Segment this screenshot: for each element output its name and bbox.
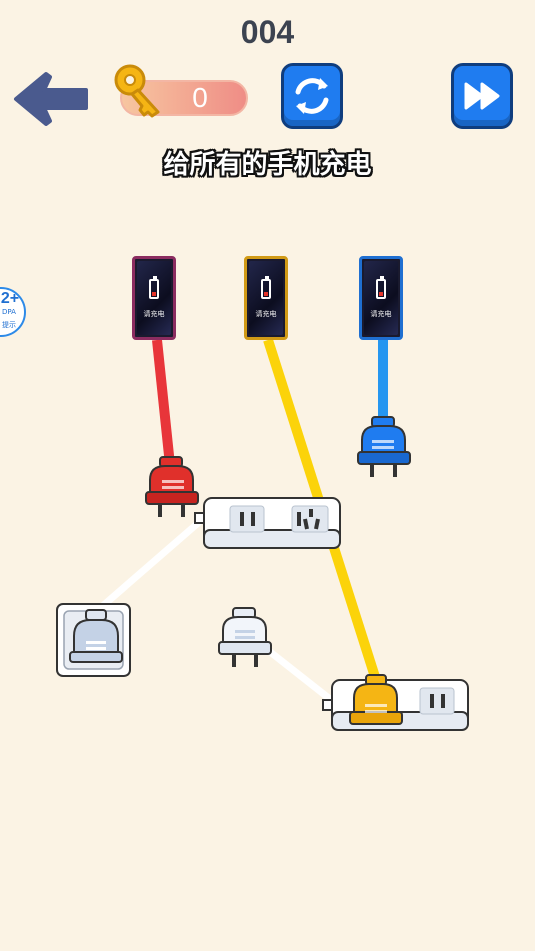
hint-badge-sub: DPA	[2, 308, 16, 316]
white-cable-left	[94, 513, 209, 614]
red-plug[interactable]	[145, 456, 199, 517]
refresh-button[interactable]	[281, 63, 343, 129]
back-button[interactable]	[12, 68, 92, 130]
phone-label: 请充电	[370, 310, 392, 318]
power-strip-top	[194, 497, 341, 549]
phone-yellow: 请充电	[244, 256, 288, 340]
battery-empty-icon	[149, 276, 159, 299]
battery-empty-icon	[376, 276, 386, 299]
level-number: 004	[240, 14, 295, 50]
phone-blue: 请充电	[359, 256, 403, 340]
white-plug-loose[interactable]	[218, 607, 272, 667]
hint-badge-number: 2+	[0, 290, 20, 307]
left-arrow-icon	[14, 72, 88, 126]
fast-forward-icon	[464, 82, 500, 110]
refresh-icon	[295, 78, 329, 114]
red-cable	[152, 339, 175, 466]
phone-red: 请充电	[132, 256, 176, 340]
key-count: 0	[192, 82, 208, 113]
blue-plug[interactable]	[357, 416, 411, 477]
white-plug-in-socket[interactable]	[69, 609, 123, 663]
battery-empty-icon	[261, 276, 271, 299]
hint-badge-label: 提示	[2, 321, 16, 329]
key-icon	[110, 60, 166, 120]
phone-label: 请充电	[143, 310, 165, 318]
skip-level-button[interactable]	[451, 63, 513, 129]
yellow-plug[interactable]	[349, 674, 403, 725]
instruction-text: 给所有的手机充电	[163, 150, 372, 180]
phone-label: 请充电	[255, 310, 277, 318]
